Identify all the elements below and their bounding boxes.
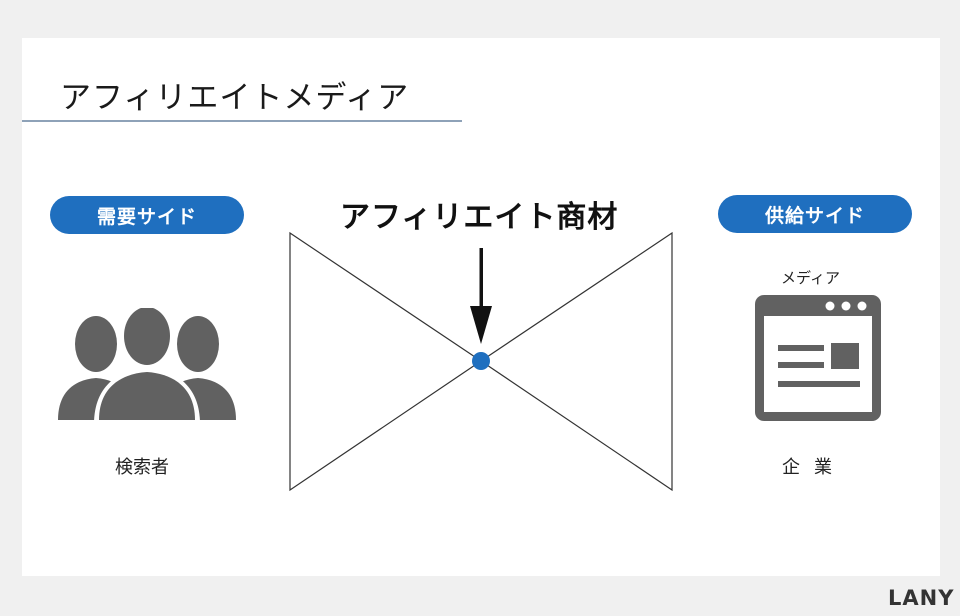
arrow-down-icon: [470, 248, 492, 344]
company-label: 企業: [782, 457, 846, 478]
supply-triangle: [479, 231, 673, 492]
center-label: アフィリエイト商材: [340, 200, 619, 235]
media-caption: メディア: [781, 269, 840, 287]
center-node: [472, 352, 490, 370]
title-underline: [22, 120, 462, 122]
slide-title: アフィリエイトメディア: [60, 80, 410, 116]
people-group-icon: [58, 308, 236, 424]
demand-triangle: [289, 231, 483, 492]
web-browser-icon: [755, 295, 881, 421]
supply-side-badge: 供給サイド: [718, 195, 912, 233]
brand-logo: LANY: [888, 586, 955, 610]
demand-side-badge: 需要サイド: [50, 196, 244, 234]
slide: アフィリエイトメディア 需要サイド 供給サイド 検索者 アフィリエイト商材: [22, 38, 940, 576]
searchers-label: 検索者: [115, 457, 169, 478]
bowtie-diagram: [289, 231, 673, 492]
